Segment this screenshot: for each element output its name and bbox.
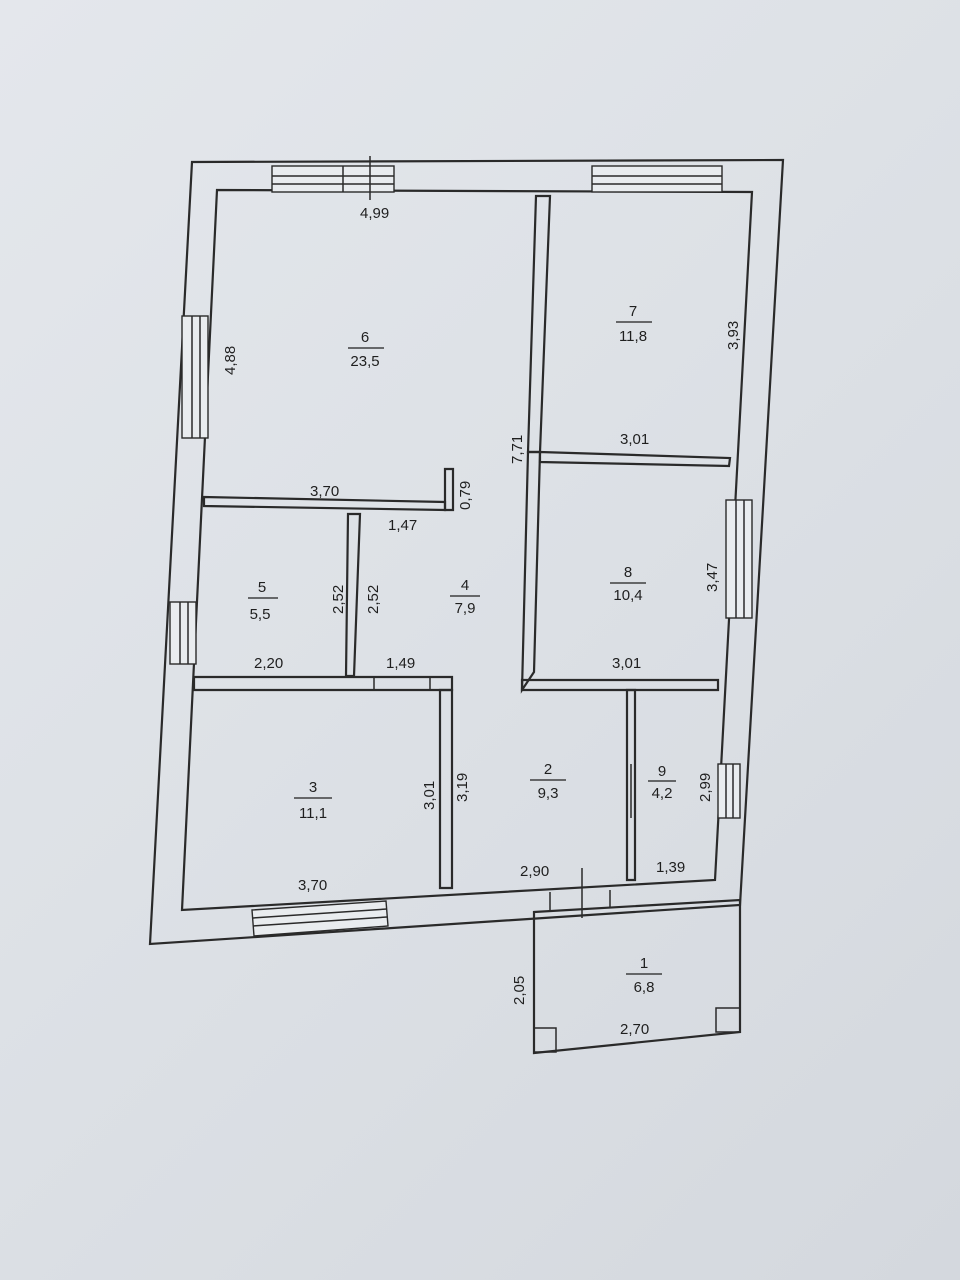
dim-2-20: 2,20 — [254, 655, 283, 672]
room-8-number: 8 — [624, 564, 632, 581]
window-top-left — [271, 156, 395, 200]
room-6-area: 23,5 — [350, 353, 379, 370]
dim-3-70-room6: 3,70 — [310, 483, 339, 500]
dim-3-01-room8: 3,01 — [612, 655, 641, 672]
room-4-area: 7,9 — [455, 600, 476, 617]
room-8-label: 8 10,4 — [610, 564, 646, 604]
room-5-number: 5 — [258, 579, 266, 596]
room-7-area: 11,8 — [619, 328, 647, 345]
dim-2-70: 2,70 — [620, 1021, 649, 1038]
window-left-upper — [181, 315, 209, 439]
room-3-label: 3 11,1 — [294, 779, 332, 822]
room-5-label: 5 5,5 — [248, 579, 278, 623]
room-9-number: 9 — [658, 763, 666, 780]
dim-3-47: 3,47 — [704, 563, 721, 592]
dim-2-90: 2,90 — [520, 863, 549, 880]
window-bottom — [251, 900, 389, 937]
dim-2-05: 2,05 — [511, 976, 528, 1005]
dim-4-99: 4,99 — [360, 205, 389, 222]
dim-3-70-room3: 3,70 — [298, 877, 327, 894]
dim-2-52-left: 2,52 — [330, 585, 347, 614]
window-right-lower — [717, 763, 741, 819]
room-5-area: 5,5 — [250, 606, 271, 623]
room-labels: 6 23,5 7 11,8 5 5,5 4 7,9 8 10,4 3 11,1 — [248, 303, 676, 996]
dim-4-88: 4,88 — [222, 346, 239, 375]
room-1-area: 6,8 — [634, 979, 655, 996]
room-6-number: 6 — [361, 329, 369, 346]
windows — [169, 156, 753, 937]
outer-walls — [148, 158, 785, 946]
dim-1-47: 1,47 — [388, 517, 417, 534]
room-2-number: 2 — [544, 761, 552, 778]
room-2-label: 2 9,3 — [530, 761, 566, 802]
dim-3-01-room3: 3,01 — [421, 781, 438, 810]
interior-walls — [192, 194, 732, 890]
room-4-label: 4 7,9 — [450, 577, 480, 617]
window-left-lower — [169, 601, 197, 665]
room-1-number: 1 — [640, 955, 648, 972]
room-9-label: 9 4,2 — [648, 763, 676, 802]
dim-3-01-room7: 3,01 — [620, 431, 649, 448]
room-9-area: 4,2 — [652, 785, 673, 802]
dim-7-71: 7,71 — [509, 435, 526, 464]
room-3-number: 3 — [309, 779, 317, 796]
dim-0-79: 0,79 — [457, 481, 474, 510]
window-top-right — [591, 165, 723, 193]
room-4-number: 4 — [461, 577, 469, 594]
room-6-label: 6 23,5 — [348, 329, 384, 370]
window-right-middle — [725, 499, 753, 619]
dimension-labels: 4,99 4,88 3,93 7,71 3,01 3,70 0,79 1,47 … — [222, 205, 742, 1038]
room-3-area: 11,1 — [299, 805, 327, 822]
dim-3-93: 3,93 — [725, 321, 742, 350]
dim-2-52-right: 2,52 — [365, 585, 382, 614]
dim-3-19: 3,19 — [454, 773, 471, 802]
dim-1-39: 1,39 — [656, 859, 685, 876]
room-1-label: 1 6,8 — [626, 955, 662, 996]
room-2-area: 9,3 — [538, 785, 559, 802]
dim-1-49: 1,49 — [386, 655, 415, 672]
room-8-area: 10,4 — [613, 587, 642, 604]
dim-2-99: 2,99 — [697, 773, 714, 802]
room-7-number: 7 — [629, 303, 637, 320]
porch — [532, 868, 742, 1055]
room-7-label: 7 11,8 — [616, 303, 652, 345]
